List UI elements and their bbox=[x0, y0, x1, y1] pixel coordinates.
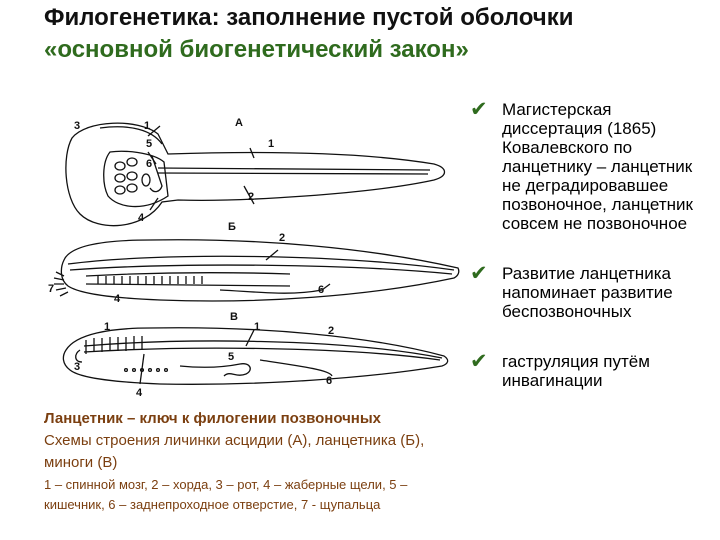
label-anus: 6 bbox=[326, 375, 332, 387]
bullet-text: Магистерская диссертация (1865) Ковалевс… bbox=[502, 100, 693, 233]
title-line-1: Филогенетика: заполнение пустой оболочки bbox=[44, 4, 574, 31]
ascidian-larva-drawing bbox=[65, 122, 446, 227]
checkmark-icon: ✔ bbox=[470, 350, 488, 373]
label-notochord: 2 bbox=[279, 232, 285, 244]
label-intestine: 5 bbox=[146, 138, 152, 150]
page-title: Филогенетика: заполнение пустой оболочки… bbox=[44, 2, 714, 66]
figure-labels: А Б В 3 1 1 5 6 2 4 2 7 4 6 1 1 2 5 3 4 … bbox=[48, 117, 334, 399]
label-spinal-cord: 1 bbox=[268, 138, 274, 150]
bullet-list: ✔ Магистерская диссертация (1865) Ковале… bbox=[470, 98, 710, 390]
label-spinal-cord: 1 bbox=[144, 120, 150, 132]
label-notochord: 2 bbox=[328, 325, 334, 337]
bullet-item: ✔ Развитие ланцетника напоминает развити… bbox=[470, 262, 710, 321]
lancelet-drawing bbox=[53, 239, 460, 302]
caption-heading: Ланцетник – ключ к филогении позвоночных bbox=[44, 410, 382, 427]
checkmark-icon: ✔ bbox=[470, 98, 488, 121]
label-mouth: 3 bbox=[74, 361, 80, 373]
panel-label-a: А bbox=[235, 117, 243, 129]
panel-label-b: Б bbox=[228, 221, 236, 233]
bullet-item: ✔ гаструляция путём инвагинации bbox=[470, 350, 710, 390]
label-anus: 6 bbox=[318, 284, 324, 296]
checkmark-icon: ✔ bbox=[470, 262, 488, 285]
bullet-text: Развитие ланцетника напоминает развитие … bbox=[502, 264, 673, 321]
bullet-item: ✔ Магистерская диссертация (1865) Ковале… bbox=[470, 98, 710, 233]
label-mouth: 3 bbox=[74, 120, 80, 132]
label-gill-slits: 4 bbox=[136, 387, 143, 399]
caption-key: 1 – спинной мозг, 2 – хорда, 3 – рот, 4 … bbox=[44, 477, 408, 512]
label-notochord: 2 bbox=[248, 191, 254, 203]
label-intestine: 5 bbox=[228, 351, 234, 363]
anatomy-figure: А Б В 3 1 1 5 6 2 4 2 7 4 6 1 1 2 5 3 4 … bbox=[48, 117, 460, 399]
lamprey-larva-drawing bbox=[62, 327, 449, 385]
panel-label-c: В bbox=[230, 311, 238, 323]
label-spinal-cord: 1 bbox=[104, 321, 110, 333]
figure-caption: Ланцетник – ключ к филогении позвоночных… bbox=[44, 408, 464, 515]
label-gill-slits: 4 bbox=[114, 293, 121, 305]
caption-subtitle: Схемы строения личинки асцидии (А), ланц… bbox=[44, 432, 425, 471]
label-tentacles: 7 bbox=[48, 283, 54, 295]
label-spinal-cord: 1 bbox=[254, 321, 260, 333]
bullet-text: гаструляция путём инвагинации bbox=[502, 352, 650, 390]
label-gill-slits: 4 bbox=[138, 212, 145, 224]
label-anus: 6 bbox=[146, 158, 152, 170]
title-line-2: «основной биогенетический закон» bbox=[44, 36, 469, 63]
